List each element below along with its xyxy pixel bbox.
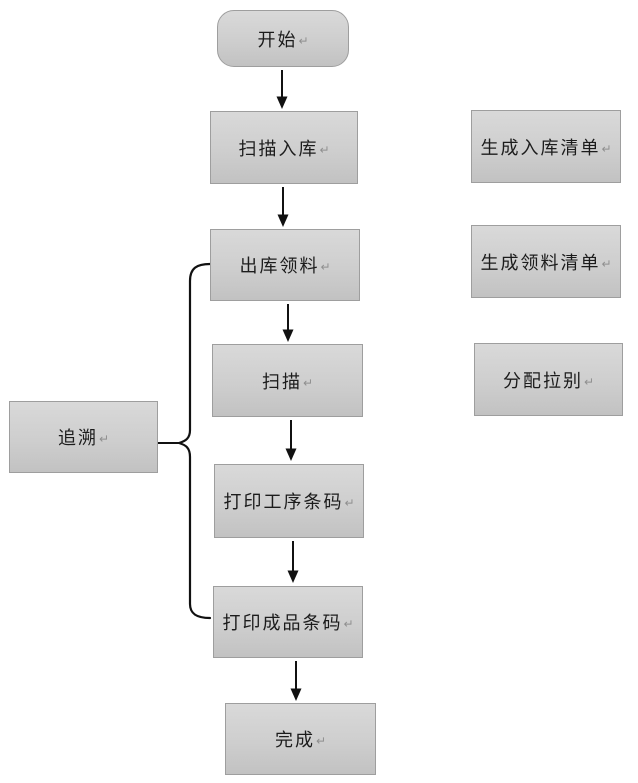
- return-mark-icon: ↵: [344, 496, 355, 510]
- return-mark-icon: ↵: [601, 141, 612, 156]
- node-scan-inbound-label: 扫描入库: [238, 138, 319, 159]
- node-scan-label: 扫描: [261, 371, 302, 392]
- node-generate-picking-list[interactable]: 生成领料清单↵: [471, 225, 621, 298]
- return-mark-icon: ↵: [343, 617, 354, 631]
- return-mark-icon: ↵: [298, 33, 309, 48]
- arrow-start-to-scan-inbound: [276, 70, 288, 109]
- node-scan[interactable]: 扫描↵: [212, 344, 363, 417]
- return-mark-icon: ↵: [315, 734, 327, 748]
- return-mark-icon: ↵: [601, 256, 612, 271]
- node-print-product-barcode-label: 打印成品条码: [222, 613, 343, 633]
- node-scan-inbound[interactable]: 扫描入库↵: [210, 111, 358, 184]
- arrow-print-process-to-print-product: [287, 541, 299, 583]
- node-generate-inbound-list-label: 生成入库清单: [480, 137, 601, 158]
- node-done[interactable]: 完成↵: [225, 703, 376, 775]
- node-done-label: 完成: [274, 730, 315, 750]
- node-assign-pull-group-label: 分配拉别: [502, 370, 583, 391]
- arrow-print-product-to-done: [290, 661, 302, 701]
- return-mark-icon: ↵: [302, 375, 314, 390]
- node-generate-picking-list-label: 生成领料清单: [480, 252, 601, 273]
- node-trace[interactable]: 追溯↵: [9, 401, 158, 473]
- trace-brace: [174, 262, 212, 620]
- arrow-outbound-to-scan: [282, 304, 294, 342]
- return-mark-icon: ↵: [583, 374, 595, 389]
- arrow-scan-inbound-to-outbound: [277, 187, 289, 227]
- node-print-product-barcode[interactable]: 打印成品条码↵: [213, 586, 363, 658]
- node-start-label: 开始: [257, 29, 298, 50]
- node-assign-pull-group[interactable]: 分配拉别↵: [474, 343, 623, 416]
- node-outbound-picking[interactable]: 出库领料↵: [210, 229, 360, 301]
- node-generate-inbound-list[interactable]: 生成入库清单↵: [471, 110, 621, 183]
- return-mark-icon: ↵: [98, 432, 110, 446]
- node-print-process-barcode-label: 打印工序条码: [223, 492, 344, 512]
- return-mark-icon: ↵: [320, 260, 331, 274]
- node-start[interactable]: 开始↵: [217, 10, 349, 67]
- node-outbound-picking-label: 出库领料: [239, 256, 320, 276]
- arrow-scan-to-print-process: [285, 420, 297, 461]
- node-trace-label: 追溯: [57, 428, 98, 448]
- return-mark-icon: ↵: [319, 142, 330, 157]
- node-print-process-barcode[interactable]: 打印工序条码↵: [214, 464, 364, 538]
